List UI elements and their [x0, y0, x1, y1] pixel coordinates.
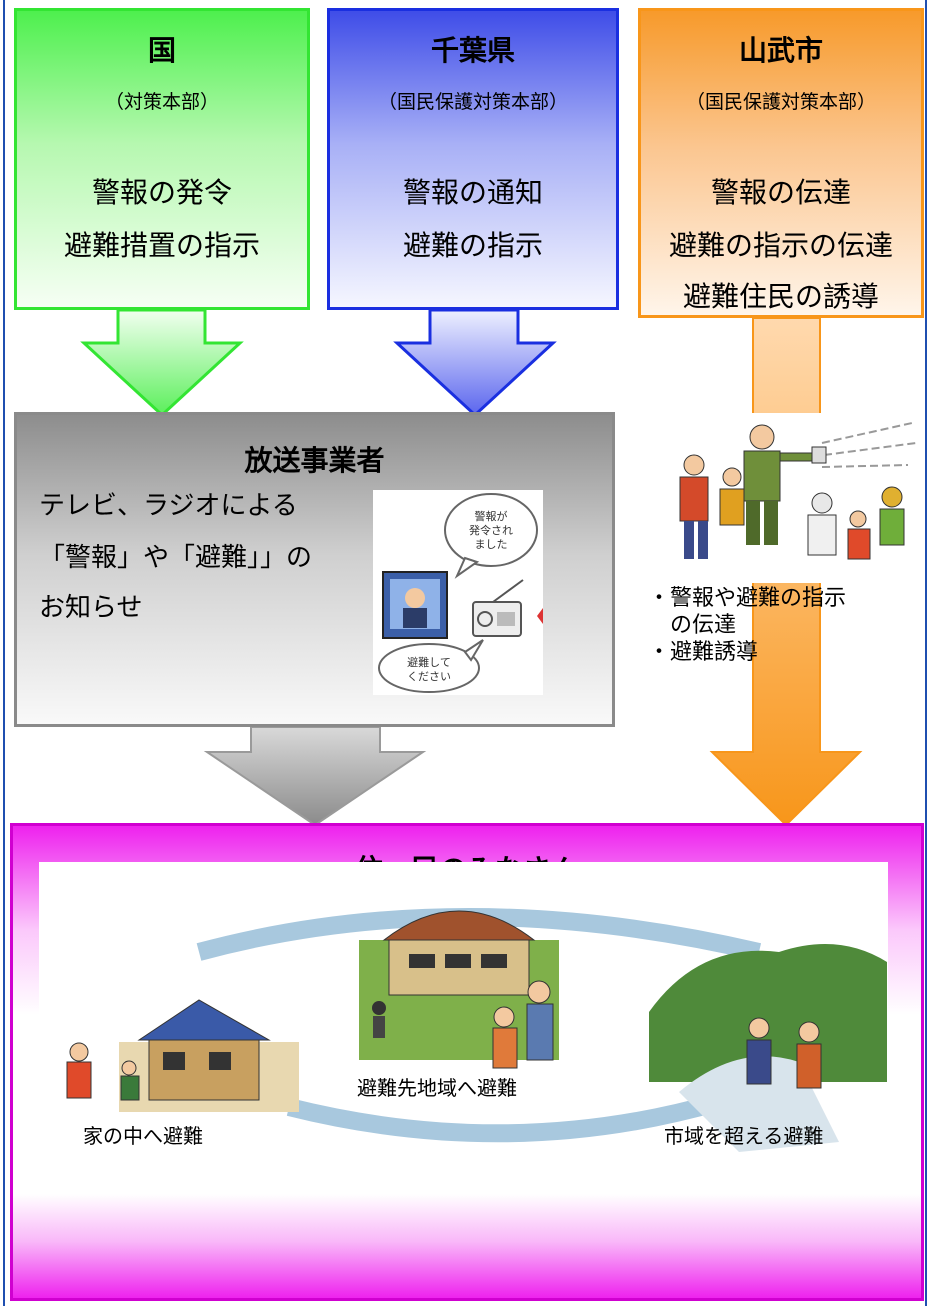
guide-illustration	[672, 413, 920, 583]
broadcaster-line: お知らせ	[39, 593, 143, 623]
city-title: 山武市	[738, 34, 823, 67]
arrow-prefecture	[393, 308, 557, 418]
broadcaster-title: 放送事業者	[244, 444, 385, 477]
arrow-broadcaster	[203, 726, 427, 827]
national-line: 避難措置の指示	[63, 229, 260, 262]
broadcaster-line: 「警報」や「避難」」の	[39, 543, 313, 573]
bubble-top-line: 警報が	[475, 509, 508, 523]
city-panel: 山武市 （国民保護対策本部） 警報の伝達 避難の指示の伝達 避難住民の誘導	[638, 8, 924, 318]
broadcaster-line: テレビ、ラジオによる	[39, 491, 298, 521]
tv-radio-illustration: 警報が 発令され ました 避難して ください	[373, 490, 543, 695]
city-subtitle: （国民保護対策本部）	[685, 91, 876, 113]
city-action-item: ・警報や避難の指示	[648, 586, 847, 611]
right-frame-line	[925, 0, 927, 1306]
national-panel: 国 （対策本部） 警報の発令 避難措置の指示	[14, 8, 310, 310]
bubble-bottom-line: 避難して	[407, 655, 451, 669]
city-action-item: ・避難誘導	[648, 640, 759, 665]
national-subtitle: （対策本部）	[104, 91, 219, 113]
city-line: 避難の指示の伝達	[668, 229, 893, 262]
prefecture-panel: 千葉県 （国民保護対策本部） 警報の通知 避難の指示	[327, 8, 619, 310]
bubble-top-line: 発令され	[469, 523, 513, 537]
city-action-item: の伝達	[670, 613, 737, 638]
evac-home-label: 家の中へ避難	[83, 1124, 203, 1148]
city-line: 警報の伝達	[710, 176, 851, 209]
arrow-national	[80, 308, 244, 418]
evac-outside-label: 市域を超える避難	[664, 1124, 824, 1148]
prefecture-line: 警報の通知	[402, 176, 543, 209]
evacuation-illustration: 家の中へ避難 避難先地域へ避難 市域を超える避難	[39, 862, 888, 1165]
evac-area-label: 避難先地域へ避難	[357, 1076, 517, 1100]
bubble-top-line: ました	[475, 538, 508, 551]
national-title: 国	[147, 34, 176, 67]
national-line: 警報の発令	[91, 176, 232, 209]
prefecture-line: 避難の指示	[402, 229, 543, 262]
city-actions: ・警報や避難の指示 の伝達 ・避難誘導	[648, 585, 846, 666]
prefecture-subtitle: （国民保護対策本部）	[377, 91, 568, 113]
prefecture-title: 千葉県	[430, 34, 515, 67]
broadcaster-panel: 放送事業者 テレビ、ラジオによる 「警報」や「避難」」の お知らせ	[14, 412, 615, 727]
left-frame-line	[3, 0, 5, 1306]
bubble-bottom-line: ください	[407, 670, 451, 683]
city-line: 避難住民の誘導	[682, 280, 879, 313]
